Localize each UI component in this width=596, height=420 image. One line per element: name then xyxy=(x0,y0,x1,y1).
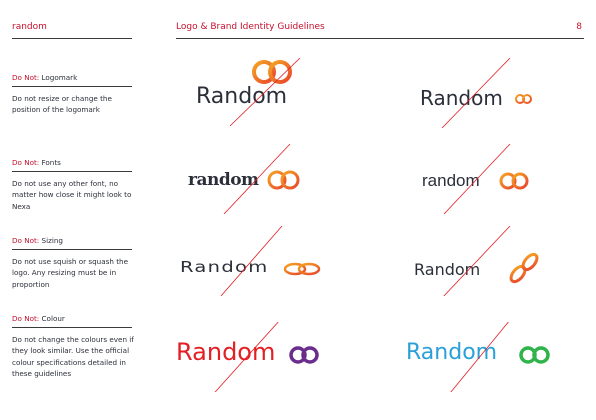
wordmark: Random xyxy=(406,340,498,365)
do-not-label: Do Not: xyxy=(12,158,40,167)
example-wrong-colour-blue: Random xyxy=(404,322,584,392)
example-logomark-small: Random xyxy=(414,58,594,128)
strike-line xyxy=(450,322,509,392)
rule-sizing: Do Not: Sizing Do not use squish or squa… xyxy=(12,235,134,290)
strike-line xyxy=(229,58,301,127)
rule-description: Do not use any other font, no matter how… xyxy=(12,179,132,211)
wordmark: Random xyxy=(176,338,276,366)
divider xyxy=(12,249,132,251)
page-number: 8 xyxy=(576,22,582,32)
rule-logomark: Do Not: Logomark Do not resize or change… xyxy=(12,72,134,116)
rule-colour: Do Not: Colour Do not change the colours… xyxy=(12,313,134,379)
strike-line xyxy=(220,226,283,296)
wordmark: Random xyxy=(196,84,288,109)
example-stretched: Random xyxy=(180,226,360,296)
rule-fonts: Do Not: Fonts Do not use any other font,… xyxy=(12,157,134,212)
header-rule-right xyxy=(176,38,584,39)
strike-line xyxy=(223,144,291,214)
page-title: Logo & Brand Identity Guidelines xyxy=(176,22,325,32)
interlocking-rings-icon xyxy=(252,60,292,84)
example-wrong-font-serif: random xyxy=(186,144,366,214)
do-not-label: Do Not: xyxy=(12,236,40,245)
interlocking-rings-icon xyxy=(519,346,550,364)
brand-name: random xyxy=(12,22,47,32)
interlocking-rings-icon xyxy=(289,346,319,364)
interlocking-rings-icon xyxy=(499,172,529,190)
do-not-label: Do Not: xyxy=(12,73,40,82)
rule-topic: Logomark xyxy=(41,73,78,82)
interlocking-rings-icon xyxy=(267,170,300,190)
wordmark: Random xyxy=(180,258,269,276)
wordmark: Random xyxy=(414,260,481,279)
rule-topic: Colour xyxy=(41,314,65,323)
example-distorted: Random xyxy=(412,226,592,296)
strike-line xyxy=(443,226,511,296)
example-wrong-colour-red: Random xyxy=(174,322,354,392)
divider xyxy=(12,86,132,88)
rule-topic: Fonts xyxy=(41,158,61,167)
divider xyxy=(12,327,132,329)
rule-description: Do not change the colours even if they l… xyxy=(12,335,134,378)
divider xyxy=(12,171,132,173)
header-rule-left xyxy=(12,38,132,39)
interlocking-rings-icon xyxy=(509,252,539,284)
strike-line xyxy=(441,58,511,128)
do-not-label: Do Not: xyxy=(12,314,40,323)
strike-line xyxy=(214,322,279,392)
rule-topic: Sizing xyxy=(41,236,63,245)
rule-description: Do not resize or change the position of … xyxy=(12,94,112,115)
wordmark: random xyxy=(188,170,259,190)
strike-line xyxy=(443,144,511,214)
wordmark: random xyxy=(422,171,480,190)
example-logomark-resized: Random xyxy=(190,58,370,128)
example-wrong-font-light: random xyxy=(418,144,596,214)
interlocking-rings-icon xyxy=(283,262,321,276)
wordmark: Random xyxy=(420,86,503,110)
rule-description: Do not use squish or squash the logo. An… xyxy=(12,257,129,289)
interlocking-rings-icon xyxy=(515,94,532,104)
